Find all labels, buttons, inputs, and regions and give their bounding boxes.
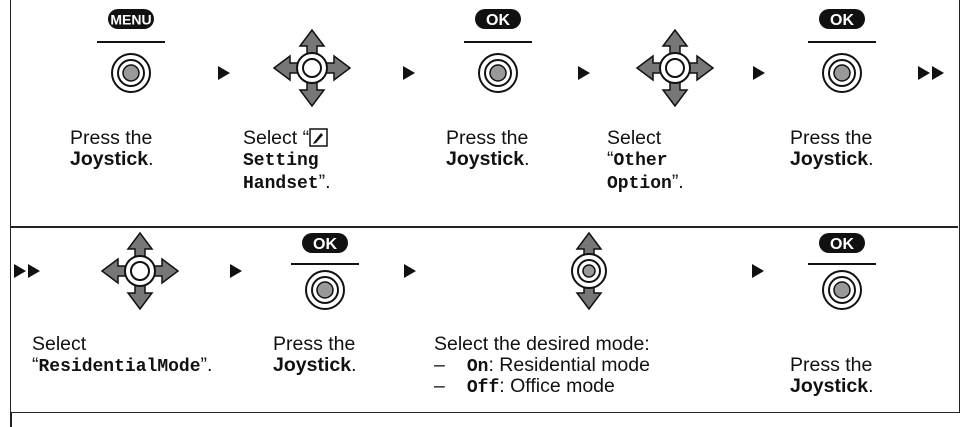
ok-joystick-press-icon: OK	[808, 9, 876, 93]
step4-caption: Select “Other Option”.	[607, 127, 684, 195]
mode-option-off: –Off: Office mode	[434, 375, 615, 399]
mode-option-on: –On: Residential mode	[434, 354, 650, 378]
step1-caption: Press the Joystick.	[70, 127, 154, 170]
continued-arrow-2	[28, 264, 40, 278]
ok-key-pill	[819, 233, 865, 253]
ok-key-label: OK	[486, 12, 510, 29]
joystick-updown-icon	[571, 231, 607, 311]
row-divider	[10, 226, 958, 228]
diagram-frame	[10, 0, 960, 413]
ok-key-pill	[819, 9, 865, 29]
step5-caption: Press the Joystick.	[790, 127, 874, 170]
joystick-4way-icon	[272, 28, 352, 108]
setting-handset-icon	[309, 128, 328, 147]
next-step-arrow	[752, 264, 764, 278]
ok-key-pill	[475, 9, 521, 29]
ok-joystick-press-icon: OK	[808, 233, 876, 310]
next-step-arrow	[404, 264, 416, 278]
next-step-arrow	[218, 66, 230, 80]
continue-arrow-2	[932, 66, 944, 80]
joystick-4way-icon	[100, 231, 180, 311]
menu-joystick-press-icon: MENU	[97, 9, 165, 93]
frame-tail	[10, 412, 12, 427]
step2-caption: Select “ Setting Handset”.	[243, 127, 331, 195]
continued-arrow-1	[14, 264, 26, 278]
next-step-arrow	[753, 66, 765, 80]
ok-joystick-press-icon: OK	[464, 9, 532, 93]
ok-joystick-press-icon: OK	[291, 233, 359, 310]
next-step-arrow	[403, 66, 415, 80]
ok-key-label: OK	[313, 236, 337, 253]
step7-caption: Press the Joystick.	[273, 333, 357, 376]
ok-key-label: OK	[830, 236, 854, 253]
ok-key-label: OK	[830, 12, 854, 29]
menu-key-label: MENU	[110, 12, 151, 28]
menu-key-pill	[108, 9, 154, 29]
step6-caption: Select “ResidentialMode”.	[32, 333, 213, 378]
step9-caption: Press the Joystick.	[790, 354, 874, 397]
next-step-arrow	[578, 66, 590, 80]
joystick-4way-icon	[635, 28, 715, 108]
step8-caption: Select the desired mode:	[434, 333, 650, 355]
ok-key-pill	[302, 233, 348, 253]
step3-caption: Press the Joystick.	[446, 127, 530, 170]
continue-arrow-1	[918, 66, 930, 80]
next-step-arrow	[230, 264, 242, 278]
